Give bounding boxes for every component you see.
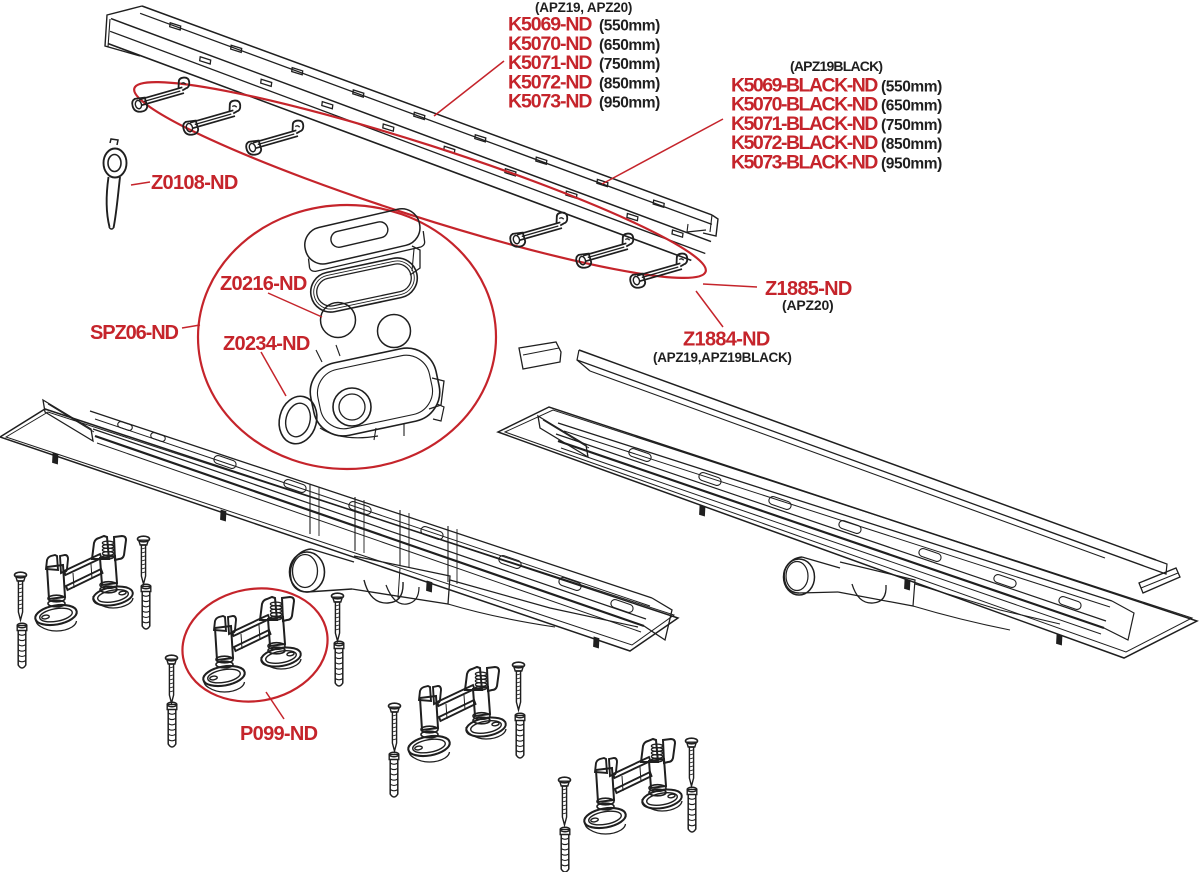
svg-text:SPZ06-ND: SPZ06-ND	[90, 322, 179, 344]
svg-text:K5070-ND: K5070-ND	[508, 33, 592, 55]
svg-text:Z0234-ND: Z0234-ND	[223, 333, 310, 355]
svg-text:K5071-BLACK-ND: K5071-BLACK-ND	[731, 113, 878, 135]
svg-text:(950mm): (950mm)	[599, 95, 660, 112]
svg-text:(APZ19BLACK): (APZ19BLACK)	[790, 58, 882, 74]
svg-text:Z0216-ND: Z0216-ND	[220, 273, 307, 295]
svg-text:(650mm): (650mm)	[599, 37, 660, 54]
svg-text:Z0108-ND: Z0108-ND	[151, 172, 238, 194]
svg-text:(APZ19,APZ19BLACK): (APZ19,APZ19BLACK)	[653, 350, 792, 365]
svg-text:K5072-BLACK-ND: K5072-BLACK-ND	[731, 132, 878, 154]
svg-text:K5073-ND: K5073-ND	[508, 91, 592, 113]
svg-text:(750mm): (750mm)	[881, 117, 942, 134]
svg-text:(APZ20): (APZ20)	[782, 297, 834, 313]
svg-text:(APZ19, APZ20): (APZ19, APZ20)	[535, 0, 632, 15]
svg-text:Z1884-ND: Z1884-ND	[683, 329, 770, 351]
svg-text:K5073-BLACK-ND: K5073-BLACK-ND	[731, 151, 878, 173]
svg-text:(650mm): (650mm)	[881, 98, 942, 115]
svg-text:K5069-BLACK-ND: K5069-BLACK-ND	[731, 74, 878, 96]
svg-text:K5072-ND: K5072-ND	[508, 71, 592, 93]
svg-text:(550mm): (550mm)	[881, 78, 942, 95]
svg-text:K5071-ND: K5071-ND	[508, 52, 592, 74]
svg-text:K5069-ND: K5069-ND	[508, 14, 592, 36]
svg-text:Z1885-ND: Z1885-ND	[765, 278, 852, 300]
svg-text:P099-ND: P099-ND	[240, 723, 318, 745]
svg-text:(750mm): (750mm)	[599, 56, 660, 73]
svg-text:(850mm): (850mm)	[881, 136, 942, 153]
svg-text:(550mm): (550mm)	[599, 18, 660, 35]
svg-text:(850mm): (850mm)	[599, 75, 660, 92]
svg-text:(950mm): (950mm)	[881, 155, 942, 172]
svg-text:K5070-BLACK-ND: K5070-BLACK-ND	[731, 94, 878, 116]
